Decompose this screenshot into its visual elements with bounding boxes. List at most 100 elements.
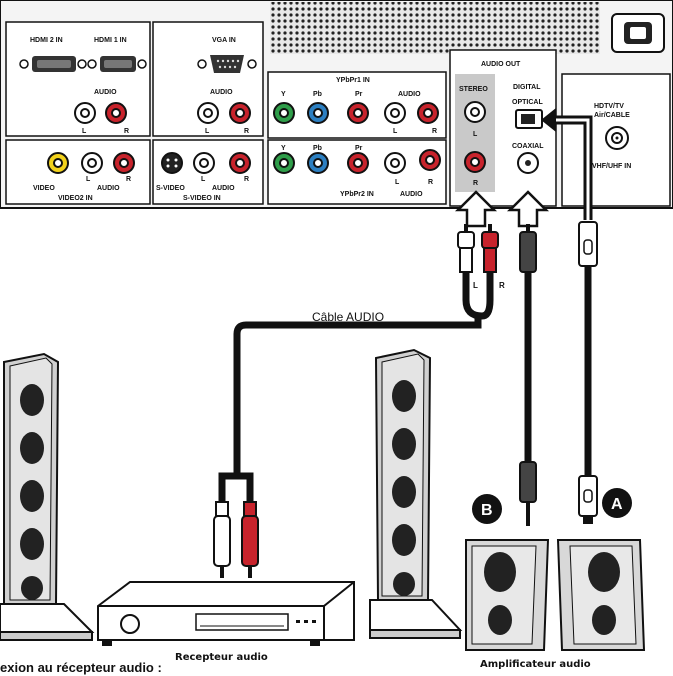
optical-plug-bottom: [578, 475, 598, 524]
svideo-audio-label: AUDIO: [212, 185, 235, 192]
stereo-cable-loop: [462, 272, 494, 320]
ypbpr2-r-label: R: [428, 179, 433, 186]
hdmi2-port: [19, 56, 87, 72]
audio-out-r-label: R: [473, 180, 478, 187]
plug-r-label: R: [499, 281, 505, 290]
ypbpr1-y-label: Y: [281, 91, 286, 98]
rca-plug-red-receiver: [241, 501, 259, 578]
cable-label: Câble AUDIO: [312, 310, 384, 324]
hdmi-audio-r-jack: [105, 102, 127, 124]
ypbpr2-pb-label: Pb: [313, 145, 322, 152]
plug-l-label: L: [473, 281, 478, 290]
ypbpr1-l-label: L: [393, 128, 398, 135]
optical-arrow-icon: [541, 108, 556, 132]
ypbpr1-pr-jack: [347, 102, 369, 124]
rca-plug-red-top: [481, 224, 499, 273]
amplifier-caption: Amplificateur audio: [480, 659, 591, 670]
ypbpr2-pr-label: Pr: [355, 145, 363, 152]
ypbpr1-pb-label: Pb: [313, 91, 322, 98]
antenna-jack: [605, 126, 629, 150]
vent-grille: [270, 2, 600, 54]
optical-label: OPTICAL: [512, 99, 543, 106]
ypbpr1-pr-label: Pr: [355, 91, 363, 98]
ypbpr1-pb-jack: [307, 102, 329, 124]
bottom-caption: exion au récepteur audio :: [0, 660, 162, 675]
ypbpr2-audio-label: AUDIO: [400, 191, 423, 198]
arrow-up-stereo-icon: [454, 190, 498, 228]
rca-plug-white-receiver: [213, 501, 231, 578]
hdtv-label-1: HDTV/TV: [594, 103, 624, 110]
rca-plug-white-top: [457, 224, 475, 273]
ypbpr2-y-jack: [273, 152, 295, 174]
svideo-audio-l-jack: [193, 152, 215, 174]
audio-out-r-jack: [464, 151, 486, 173]
ypbpr1-label: YPbPr1 IN: [336, 77, 370, 84]
coaxial-plug-bottom: [519, 461, 537, 526]
ypbpr2-l-label: L: [395, 179, 400, 186]
hdmi-audio-r-label: R: [124, 128, 129, 135]
video2-audio-r-jack: [113, 152, 135, 174]
vga-audio-r-jack: [229, 102, 251, 124]
tv-back-panel: HDMI 2 IN HDMI 1 IN AUDIO L R VGA IN: [0, 0, 673, 209]
optical-plug-top: [578, 221, 598, 267]
hdmi-audio-l-jack: [74, 102, 96, 124]
svideo-r-label: R: [244, 176, 249, 183]
ypbpr2-label: YPbPr2 IN: [340, 191, 374, 198]
vga-label: VGA IN: [212, 37, 236, 44]
vga-port: [197, 55, 257, 73]
video2-r-label: R: [126, 176, 131, 183]
left-tower-speaker: [0, 352, 95, 641]
power-inlet: [611, 13, 665, 53]
video2-in-label: VIDEO2 IN: [58, 195, 93, 202]
audio-out-l-jack: [464, 101, 486, 123]
ypbpr1-audio-l-jack: [384, 102, 406, 124]
svideo-l-label: L: [201, 176, 206, 183]
right-tower-speaker: [369, 348, 463, 639]
ypbpr2-pr-jack: [347, 152, 369, 174]
ypbpr2-audio-l-jack: [384, 152, 406, 174]
stereo-cable: [233, 316, 482, 472]
hdmi-audio-l-label: L: [82, 128, 87, 135]
video2-audio-l-jack: [81, 152, 103, 174]
vga-audio-r-label: R: [244, 128, 249, 135]
video2-audio-label: AUDIO: [97, 185, 120, 192]
ypbpr2-y-label: Y: [281, 145, 286, 152]
badge-b: B: [472, 494, 502, 524]
video2-l-label: L: [86, 176, 91, 183]
ypbpr2-pb-jack: [307, 152, 329, 174]
video2-video-jack: [47, 152, 69, 174]
ypbpr1-audio-r-jack: [417, 102, 439, 124]
svideo-audio-r-jack: [229, 152, 251, 174]
svideo-in-label: S-VIDEO IN: [183, 195, 221, 202]
vga-audio-label: AUDIO: [210, 89, 233, 96]
amplifier-speaker-right: [556, 539, 646, 651]
svg-text:A: A: [611, 496, 623, 513]
hdtv-label-2: Air/CABLE: [594, 112, 630, 119]
coaxial-label: COAXIAL: [512, 143, 544, 150]
svg-text:B: B: [481, 502, 493, 519]
hdmi2-label: HDMI 2 IN: [30, 37, 63, 44]
amplifier-speaker-left: [465, 539, 550, 651]
audio-receiver: [97, 581, 355, 646]
digital-label: DIGITAL: [513, 84, 541, 91]
optical-port: [515, 109, 543, 129]
stereo-label: STEREO: [459, 86, 488, 93]
ypbpr1-audio-label: AUDIO: [398, 91, 421, 98]
video-label: VIDEO: [33, 185, 55, 192]
svideo-jack: [161, 152, 183, 174]
hdmi1-label: HDMI 1 IN: [94, 37, 127, 44]
receiver-caption: Recepteur audio: [175, 652, 268, 663]
hdmi1-port: [87, 56, 147, 72]
ypbpr2-audio-r-jack: [419, 149, 441, 171]
vga-audio-l-label: L: [205, 128, 210, 135]
audio-out-label: AUDIO OUT: [481, 61, 521, 68]
vhf-label: VHF/UHF IN: [592, 163, 631, 170]
audio-out-l-label: L: [473, 131, 478, 138]
ypbpr1-y-jack: [273, 102, 295, 124]
coaxial-plug-top: [519, 224, 537, 273]
badge-a: A: [602, 488, 632, 518]
vga-audio-l-jack: [197, 102, 219, 124]
hdmi-audio-label: AUDIO: [94, 89, 117, 96]
svideo-label: S-VIDEO: [156, 185, 185, 192]
